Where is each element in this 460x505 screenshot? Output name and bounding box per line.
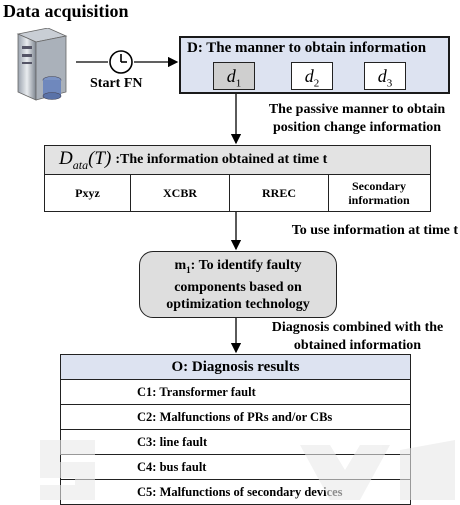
info-cell-secondary: Secondary information <box>348 179 410 207</box>
use-information-note: To use information at time t <box>291 223 458 238</box>
data-symbol: Data(T) <box>59 147 112 172</box>
diagnosis-results-header: O: Diagnosis results <box>61 355 410 380</box>
diagnosis-combined-note: Diagnosis combined with the obtained inf… <box>271 320 444 353</box>
information-table-header: Data(T) :The information obtained at tim… <box>45 146 430 175</box>
manner-d3: d3 <box>364 62 406 90</box>
start-fn-label: Start FN <box>90 76 143 91</box>
manner-d2: d2 <box>291 62 333 90</box>
obtain-manner-title: D: The manner to obtain information <box>187 40 427 56</box>
m1-symbol: m1 <box>174 258 191 275</box>
passive-manner-note: The passive manner to obtain position ch… <box>268 102 446 135</box>
manner-d1: d1 <box>213 62 255 90</box>
diagram-title: Data acquisition <box>3 1 129 21</box>
diagnosis-result-c3: C3: line fault <box>61 430 410 455</box>
diagnosis-result-c4: C4: bus fault <box>61 455 410 480</box>
information-table-title: :The information obtained at time t <box>115 152 328 167</box>
info-cell-pxyz: Pxyz <box>45 175 131 211</box>
clock-icon <box>109 50 133 74</box>
info-cell-xcbr: XCBR <box>131 175 230 211</box>
diagnosis-result-c2: C2: Malfunctions of PRs and/or CBs <box>61 405 410 430</box>
time-t-information-table: Data(T) :The information obtained at tim… <box>44 145 431 212</box>
obtain-manner-box: D: The manner to obtain information d1 d… <box>179 36 450 94</box>
fault-identification-box: m1: To identify faulty components based … <box>139 251 337 318</box>
info-cell-rrec: RREC <box>230 175 329 211</box>
diagnosis-result-c5: C5: Malfunctions of secondary devices <box>137 485 343 499</box>
diagnosis-result-c1: C1: Transformer fault <box>61 380 410 405</box>
information-table-row: Pxyz XCBR RREC Secondary information <box>45 175 430 211</box>
diagnosis-results-box: O: Diagnosis results C1: Transformer fau… <box>60 354 411 505</box>
fault-identification-text: : To identify faulty components based on… <box>166 258 310 312</box>
server-icon <box>16 28 68 101</box>
